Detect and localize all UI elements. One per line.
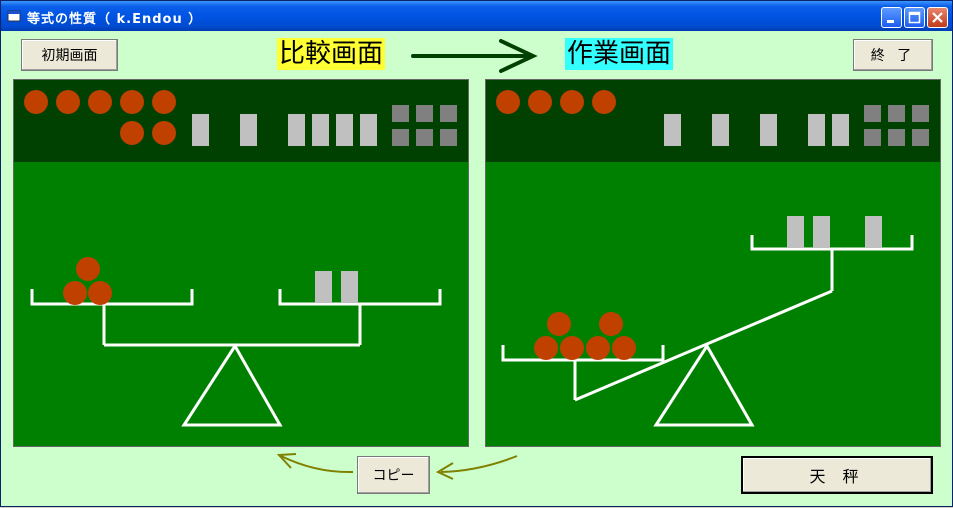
copy-button[interactable]: コピー: [357, 456, 430, 494]
work-tray-balls[interactable]: [496, 90, 616, 114]
close-icon: [932, 12, 943, 23]
work-scene: [496, 90, 929, 427]
work-left-pan-balls[interactable]: [534, 312, 636, 360]
compare-screen-heading: 比較画面: [277, 38, 386, 70]
compare-tray-blocks[interactable]: [192, 114, 377, 146]
compare-balance-scale: [30, 289, 442, 427]
balance-button[interactable]: 天 秤: [741, 456, 933, 494]
minimize-icon: [887, 20, 894, 23]
end-button[interactable]: 終 了: [853, 39, 933, 71]
work-tray-blocks[interactable]: [664, 114, 849, 146]
window-title: 等式の性質（ k.Endou ）: [27, 12, 203, 27]
compare-panel: [13, 79, 469, 447]
work-tray-grid[interactable]: [864, 105, 929, 146]
close-window-button[interactable]: [927, 7, 948, 28]
title-bar[interactable]: 等式の性質（ k.Endou ）: [1, 1, 952, 31]
compare-to-work-arrow-icon: [411, 39, 538, 73]
reset-screen-button[interactable]: 初期画面: [21, 39, 118, 71]
maximize-button[interactable]: [904, 7, 925, 28]
app-icon: [7, 10, 21, 22]
copy-left-arrow-icon: [276, 453, 354, 474]
work-panel: [485, 79, 941, 447]
work-balance-scale: [501, 235, 914, 427]
work-right-pan-blocks[interactable]: [787, 216, 882, 248]
minimize-button[interactable]: [881, 7, 902, 28]
compare-tray-balls[interactable]: [24, 90, 176, 145]
compare-left-pan-balls[interactable]: [63, 257, 112, 305]
compare-tray-grid[interactable]: [392, 105, 457, 146]
copy-right-arrow-icon: [435, 455, 518, 480]
compare-right-pan-blocks[interactable]: [315, 271, 358, 303]
compare-scene: [24, 90, 457, 427]
maximize-icon: [908, 11, 921, 24]
work-screen-heading: 作業画面: [565, 38, 674, 70]
